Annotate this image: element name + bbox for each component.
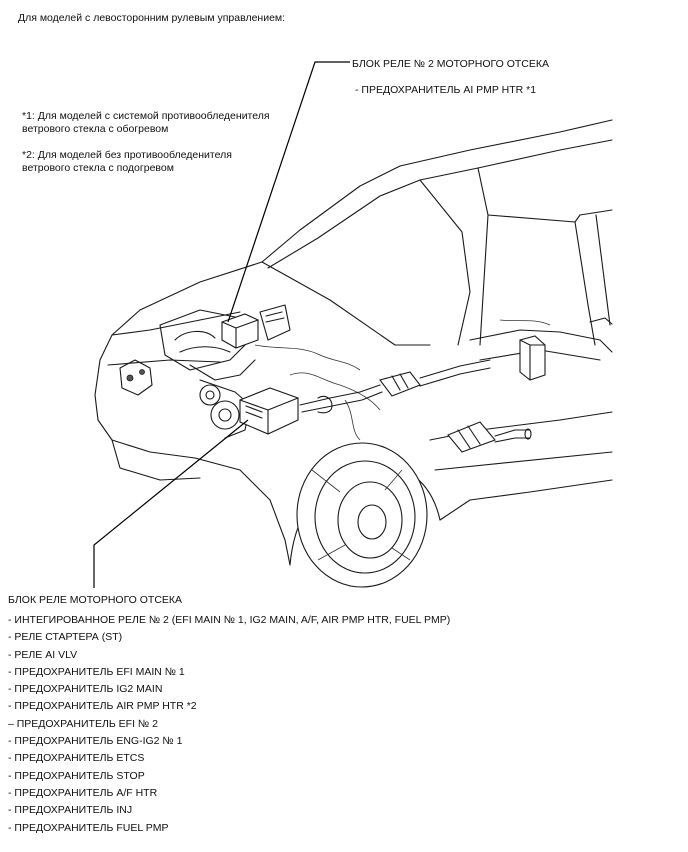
leader-relay-block	[93, 419, 249, 588]
list-item: - ПРЕДОХРАНИТЕЛЬ ENG-IG2 № 1	[8, 735, 183, 748]
footnote-1-line2: ветрового стекла с обогревом	[22, 123, 169, 135]
relay-block-2-fuse: - ПРЕДОХРАНИТЕЛЬ AI PMP HTR *1	[355, 84, 537, 96]
footnote-1-line1: *1: Для моделей с системой противообледе…	[22, 110, 270, 122]
list-item: - РЕЛЕ СТАРТЕРА (ST)	[8, 631, 123, 644]
footnote-2-line1: *2: Для моделей без противообледенителя	[22, 149, 232, 161]
footnote-2: *2: Для моделей без противообледенителя …	[22, 149, 232, 175]
list-item: - ПРЕДОХРАНИТЕЛЬ STOP	[8, 769, 145, 782]
footnote-1: *1: Для моделей с системой противообледе…	[22, 110, 270, 136]
list-item: - ПРЕДОХРАНИТЕЛЬ AIR PMP HTR *2	[8, 700, 197, 713]
list-item: - ПРЕДОХРАНИТЕЛЬ IG2 MAIN	[8, 683, 163, 696]
list-item: - ПРЕДОХРАНИТЕЛЬ INJ	[8, 804, 133, 817]
list-item: - ПРЕДОХРАНИТЕЛЬ ETCS	[8, 752, 145, 765]
list-item: - ПРЕДОХРАНИТЕЛЬ FUEL PMP	[8, 821, 169, 834]
leader-relay2	[227, 61, 350, 323]
vehicle-body	[94, 119, 613, 566]
footnote-2-line2: ветрового стекла с подогревом	[22, 162, 174, 174]
relay-block-title: БЛОК РЕЛЕ МОТОРНОГО ОТСЕКА	[8, 594, 183, 606]
list-item: - ПРЕДОХРАНИТЕЛЬ A/F HTR	[8, 786, 158, 799]
leader-lines	[93, 61, 350, 588]
relay-block-item-list: - ИНТЕГИРОВАННОЕ РЕЛЕ № 2 (EFI MAIN № 1,…	[8, 612, 450, 837]
relay-block-2-title: БЛОК РЕЛЕ № 2 МОТОРНОГО ОТСЕКА	[352, 58, 549, 70]
front-wheel	[296, 442, 428, 588]
diagram-heading: Для моделей с левосторонним рулевым упра…	[18, 12, 286, 24]
list-item: - ИНТЕГИРОВАННОЕ РЕЛЕ № 2 (EFI MAIN № 1,…	[8, 614, 451, 626]
engine-components	[119, 304, 613, 453]
list-item: - ПРЕДОХРАНИТЕЛЬ EFI MAIN № 1	[8, 665, 185, 678]
list-item: - РЕЛЕ AI VLV	[8, 648, 78, 661]
list-item: – ПРЕДОХРАНИТЕЛЬ EFI № 2	[8, 717, 158, 730]
